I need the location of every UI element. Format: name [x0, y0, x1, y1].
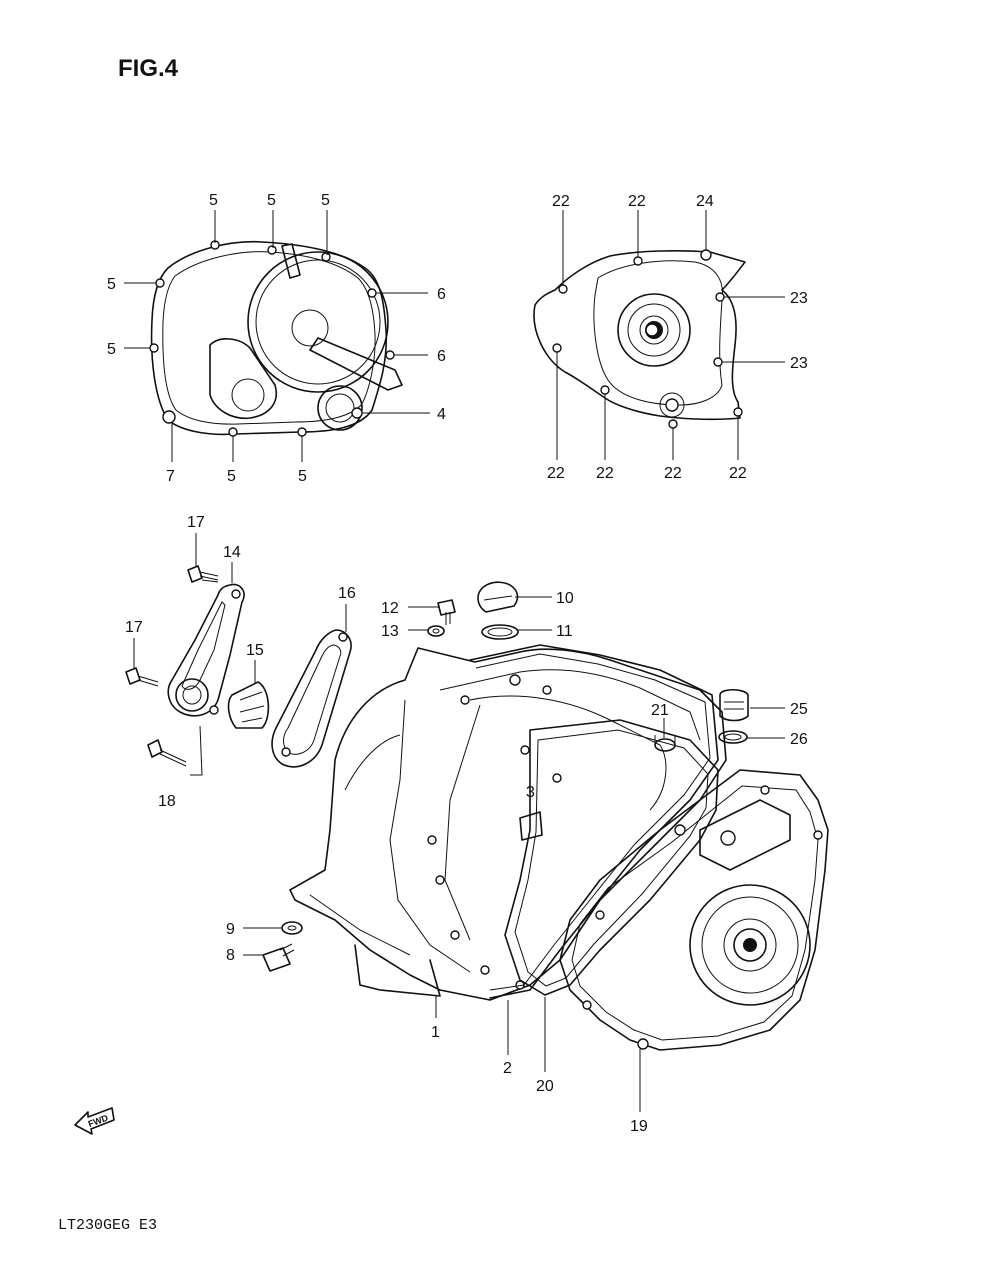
crankcase — [289, 647, 727, 1001]
callout-10: 10 — [556, 590, 574, 607]
callout-21: 21 — [651, 702, 669, 719]
figure-title: FIG.4 — [118, 55, 179, 82]
callout-22: 22 — [547, 465, 565, 482]
callout-22: 22 — [729, 465, 747, 482]
callout-1: 1 — [431, 1024, 440, 1041]
callout-5: 5 — [267, 192, 276, 209]
callout-26: 26 — [790, 731, 808, 748]
callout-5: 5 — [209, 192, 218, 209]
callout-22: 22 — [596, 465, 614, 482]
callout-11: 11 — [556, 623, 573, 640]
callout-5: 5 — [107, 341, 116, 358]
callout-3: 3 — [526, 784, 535, 801]
model-code: LT230GEG E3 — [58, 1217, 157, 1234]
callout-17: 17 — [187, 514, 205, 531]
callout-5: 5 — [227, 468, 236, 485]
callout-5: 5 — [107, 276, 116, 293]
callout-7: 7 — [166, 468, 175, 485]
small-fasteners — [262, 581, 749, 972]
fwd-arrow-icon: FWD — [74, 1107, 115, 1135]
magneto-cover-gasket — [533, 249, 746, 429]
callout-4: 4 — [437, 406, 446, 423]
callout-5: 5 — [298, 468, 307, 485]
bracket-assembly — [125, 565, 270, 767]
callout-labels: 5 5 5 5 5 6 6 4 7 5 5 22 22 24 23 23 22 … — [107, 192, 808, 1135]
callout-23: 23 — [790, 355, 808, 372]
callout-23: 23 — [790, 290, 808, 307]
case-gaskets — [469, 644, 719, 999]
crankcase-cover — [559, 769, 829, 1051]
callout-24: 24 — [696, 193, 714, 210]
callout-18: 18 — [158, 793, 176, 810]
leader-lines — [124, 210, 785, 1112]
callout-15: 15 — [246, 642, 264, 659]
callout-5: 5 — [321, 192, 330, 209]
callout-22: 22 — [628, 193, 646, 210]
callout-8: 8 — [226, 947, 235, 964]
clutch-cover-gasket — [149, 240, 403, 437]
callout-6: 6 — [437, 286, 446, 303]
callout-25: 25 — [790, 701, 808, 718]
callout-2: 2 — [503, 1060, 512, 1077]
callout-14: 14 — [223, 544, 241, 561]
callout-12: 12 — [381, 600, 399, 617]
callout-20: 20 — [536, 1078, 554, 1095]
gasket-small — [271, 629, 352, 768]
callout-22: 22 — [664, 465, 682, 482]
callout-13: 13 — [381, 623, 399, 640]
callout-19: 19 — [630, 1118, 648, 1135]
callout-6: 6 — [437, 348, 446, 365]
callout-17: 17 — [125, 619, 143, 636]
callout-22: 22 — [552, 193, 570, 210]
callout-9: 9 — [226, 921, 235, 938]
callout-16: 16 — [338, 585, 356, 602]
